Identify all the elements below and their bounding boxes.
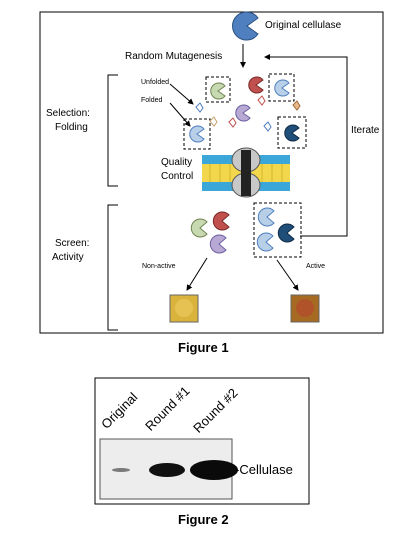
mutant-box bbox=[183, 118, 211, 150]
active-label: Active bbox=[306, 263, 326, 270]
random-mutagenesis-label: Random Mutagenesis bbox=[125, 51, 223, 62]
original-cellulase-icon bbox=[232, 11, 259, 41]
unfolded-pointer-arrow bbox=[169, 83, 194, 105]
selection-bracket bbox=[107, 74, 118, 187]
band-round-2 bbox=[190, 460, 238, 480]
folded-protein-icon bbox=[210, 82, 226, 100]
figure-1-frame bbox=[39, 11, 384, 334]
figure-2-frame bbox=[94, 377, 310, 505]
mutant-box bbox=[205, 76, 231, 103]
nonactive-protein-icon bbox=[212, 211, 230, 231]
translocon-channel-icon bbox=[231, 147, 261, 198]
folded-protein-icon bbox=[248, 76, 264, 94]
activity-label: Activity bbox=[52, 252, 84, 263]
nonactive-protein-icon bbox=[190, 218, 208, 238]
band-original bbox=[112, 468, 130, 472]
folded-protein-icon bbox=[235, 104, 251, 122]
unfolded-protein-icon bbox=[195, 102, 204, 113]
original-cellulase-label: Original cellulase bbox=[265, 20, 342, 31]
nonactive-well-image bbox=[169, 294, 199, 323]
selection-label: Selection: bbox=[46, 108, 90, 119]
figure-2-caption: Figure 2 bbox=[178, 512, 229, 527]
folded-pointer-arrow bbox=[169, 102, 191, 127]
screen-label: Screen: bbox=[55, 238, 90, 249]
unfolded-protein-icon bbox=[228, 117, 237, 128]
nonactive-label: Non-active bbox=[142, 263, 176, 270]
folded-protein-icon bbox=[189, 125, 205, 143]
iterate-label: Iterate bbox=[351, 125, 380, 136]
folded-protein-icon bbox=[284, 124, 300, 142]
quality-label: Quality bbox=[161, 157, 193, 168]
folded-label: Folded bbox=[141, 97, 163, 104]
unfolded-protein-icon bbox=[209, 116, 218, 127]
folded-protein-icon bbox=[274, 79, 290, 97]
unfolded-protein-icon bbox=[257, 95, 266, 106]
folding-label: Folding bbox=[55, 122, 88, 133]
cellulase-band-label: -Cellulase bbox=[235, 462, 293, 477]
control-label: Control bbox=[161, 171, 194, 182]
active-protein-icon bbox=[257, 207, 275, 227]
screen-bracket bbox=[107, 204, 118, 331]
mutant-box bbox=[277, 116, 307, 149]
active-well-image bbox=[290, 294, 320, 323]
nonactive-protein-icon bbox=[209, 234, 227, 254]
active-arrow bbox=[276, 259, 299, 291]
nonactive-arrow bbox=[186, 257, 208, 291]
active-protein-icon bbox=[277, 223, 295, 243]
band-round-1 bbox=[149, 463, 185, 477]
active-protein-icon bbox=[256, 232, 274, 252]
active-mutants-box bbox=[253, 202, 302, 258]
mutant-box bbox=[268, 73, 295, 102]
unfolded-label: Unfolded bbox=[141, 79, 170, 86]
iterate-loop-line bbox=[264, 54, 348, 237]
unfolded-protein-icon bbox=[263, 121, 272, 132]
figure-1-caption: Figure 1 bbox=[178, 340, 229, 355]
unfolded-protein-icon bbox=[292, 100, 301, 111]
